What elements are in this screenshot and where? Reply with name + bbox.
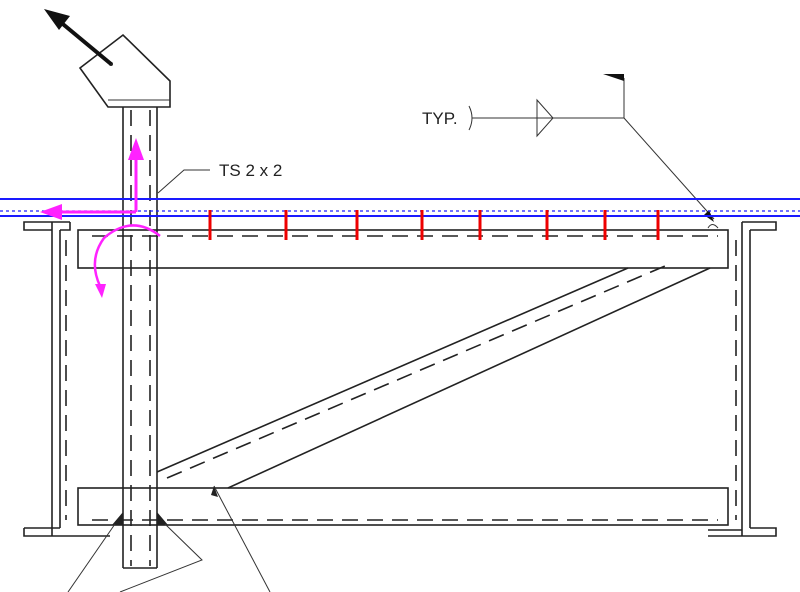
base-welds: [112, 512, 168, 525]
magenta-arrows: [40, 138, 161, 298]
vertical-tube: [122, 107, 158, 569]
right-angle-post: [708, 221, 777, 537]
bottom-leaders: [67, 485, 271, 592]
bottom-beam: [77, 487, 729, 526]
top-beam: [77, 229, 729, 269]
pipe-elbow: [78, 33, 171, 108]
left-angle-post: [23, 221, 110, 537]
direction-arrow: [44, 9, 113, 66]
weld-symbol: [468, 74, 719, 229]
diagonal-brace: [156, 265, 711, 489]
tube-size-label: TS 2 x 2: [219, 161, 282, 180]
weld-note-label: TYP.: [422, 109, 458, 128]
tube-callout-leader: [157, 169, 210, 194]
tick-marks: [208, 210, 660, 240]
